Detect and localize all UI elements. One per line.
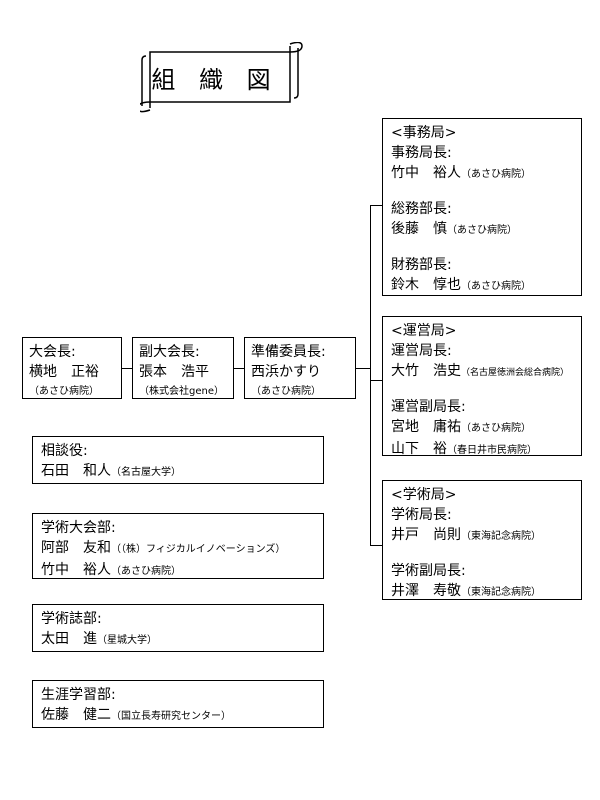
title-banner: 組 織 図 (137, 41, 308, 114)
operations-head-entry: 大竹 浩史（名古屋徳洲会総合病院） (391, 363, 570, 379)
vice-president-affiliation: （株式会社gene） (139, 386, 224, 397)
secretary-general-entry: 竹中 裕人（あさひ病院） (391, 165, 531, 181)
secretariat-box: <事務局> 事務局長: 竹中 裕人（あさひ病院） 総務部長: 後藤 慎（あさひ病… (382, 118, 582, 296)
operations-deputy-entry: 山下 裕（春日井市民病院） (391, 441, 537, 457)
operations-deputy-role: 運営副局長: (391, 399, 466, 415)
vice-president-box: 副大会長: 張本 浩平 （株式会社gene） (132, 337, 234, 399)
lifelong-dept-entry: 佐藤 健二（国立長寿研究センター） (41, 707, 231, 723)
connector-trunk-vertical (370, 205, 371, 545)
advisor-entry: 石田 和人（名古屋大学） (41, 463, 181, 479)
page-title: 組 織 図 (151, 65, 279, 94)
lifelong-dept-box: 生涯学習部: 佐藤 健二（国立長寿研究センター） (32, 680, 324, 728)
academic-deputy-entry: 井澤 寿敬（東海記念病院） (391, 583, 541, 599)
operations-header: <運営局> (391, 323, 457, 339)
congress-dept-member: 竹中 裕人（あさひ病院） (41, 562, 181, 578)
academic-head-entry: 井戸 尚則（東海記念病院） (391, 527, 541, 543)
prep-chair-affiliation: （あさひ病院） (251, 386, 321, 397)
president-role: 大会長: (29, 344, 76, 360)
academic-box: <学術局> 学術局長: 井戸 尚則（東海記念病院） 学術副局長: 井澤 寿敬（東… (382, 480, 582, 600)
connector-vice-prep (234, 368, 244, 369)
connector-to-operations (370, 380, 382, 381)
vice-president-name: 張本 浩平 (139, 364, 209, 380)
academic-head-role: 学術局長: (391, 507, 452, 523)
connector-prep-trunk (356, 368, 370, 369)
prep-chair-box: 準備委員長: 西浜かすり （あさひ病院） (244, 337, 356, 399)
general-affairs-role: 総務部長: (391, 201, 452, 217)
president-name: 横地 正裕 (29, 364, 99, 380)
academic-header: <学術局> (391, 487, 457, 503)
connector-president-vice (122, 368, 132, 369)
president-box: 大会長: 横地 正裕 （あさひ病院） (22, 337, 122, 399)
secretary-general-role: 事務局長: (391, 145, 452, 161)
connector-to-academic (370, 545, 382, 546)
finance-entry: 鈴木 惇也（あさひ病院） (391, 277, 531, 293)
congress-dept-member: 阿部 友和（（株）フィジカルイノベーションズ） (41, 540, 286, 556)
journal-dept-box: 学術誌部: 太田 進（星城大学） (32, 604, 324, 652)
operations-box: <運営局> 運営局長: 大竹 浩史（名古屋徳洲会総合病院） 運営副局長: 宮地 … (382, 316, 582, 457)
lifelong-dept-role: 生涯学習部: (41, 687, 116, 703)
finance-role: 財務部長: (391, 257, 452, 273)
general-affairs-entry: 後藤 慎（あさひ病院） (391, 221, 517, 237)
connector-to-secretariat (370, 205, 382, 206)
president-affiliation: （あさひ病院） (29, 386, 99, 397)
prep-chair-role: 準備委員長: (251, 344, 326, 360)
operations-head-role: 運営局長: (391, 343, 452, 359)
vice-president-role: 副大会長: (139, 344, 200, 360)
secretariat-header: <事務局> (391, 125, 457, 141)
advisor-box: 相談役: 石田 和人（名古屋大学） (32, 436, 324, 484)
journal-dept-role: 学術誌部: (41, 611, 102, 627)
advisor-role: 相談役: (41, 443, 88, 459)
prep-chair-name: 西浜かすり (251, 364, 321, 380)
journal-dept-entry: 太田 進（星城大学） (41, 631, 157, 647)
congress-dept-box: 学術大会部: 阿部 友和（（株）フィジカルイノベーションズ） 竹中 裕人（あさひ… (32, 513, 324, 579)
academic-deputy-role: 学術副局長: (391, 563, 466, 579)
congress-dept-role: 学術大会部: (41, 520, 116, 536)
operations-deputy-entry: 宮地 庸祐（あさひ病院） (391, 419, 531, 435)
